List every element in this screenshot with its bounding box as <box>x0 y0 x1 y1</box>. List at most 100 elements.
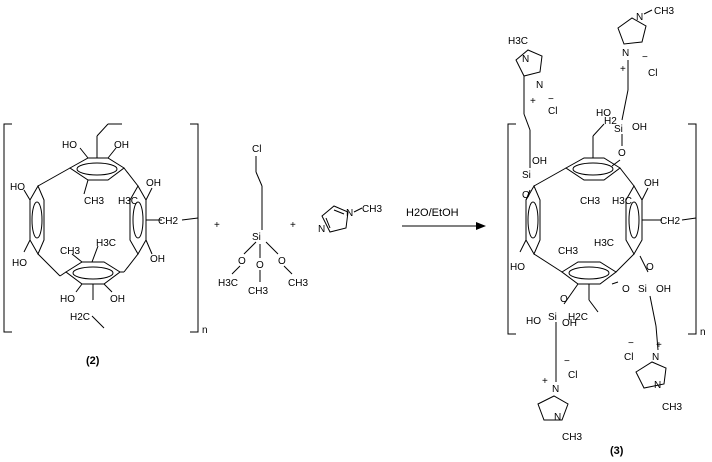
anion-charge: − <box>564 356 570 367</box>
compound-label-2: (2) <box>86 355 100 367</box>
si-label: Si <box>614 124 623 135</box>
imidazolium-bottom-left: N + N CH3 − Cl <box>537 346 582 443</box>
bracket-left <box>3 123 12 333</box>
si-ho: HO <box>526 316 541 327</box>
methyl-c: CH3 <box>60 246 80 257</box>
arrow-head <box>476 222 486 230</box>
n-label: N <box>654 380 661 391</box>
methyl-b: H3C <box>118 196 138 207</box>
si-group-upper-right: Si HO OH O <box>596 89 647 167</box>
bracket-right <box>190 123 199 333</box>
si-label: Si <box>548 312 557 323</box>
oh-left-lower: HO <box>12 258 27 269</box>
si-o: O <box>522 190 530 201</box>
me-label: CH3 <box>654 6 674 17</box>
si-ho: HO <box>596 108 611 119</box>
aromatic-ring-top <box>69 157 125 181</box>
me-label: H3C <box>508 36 528 47</box>
n-label: N <box>522 54 529 65</box>
silane-me-mid: CH3 <box>248 286 268 297</box>
product-ethyl-top: H2 <box>604 116 617 127</box>
oh-left-upper: HO <box>10 182 25 193</box>
product-bracket-left <box>507 123 516 335</box>
chloropropyl-trimethoxysilane: Cl Si O O O H3C CH3 CH3 <box>218 144 308 297</box>
imidazole-n-ring: N <box>318 224 325 235</box>
plus-sign-1: + <box>214 220 220 231</box>
product-ho-left: HO <box>510 262 525 273</box>
aromatic-ring-bottom <box>65 261 121 285</box>
n-plus-label: N <box>622 48 629 59</box>
silane-o-right: O <box>278 256 286 267</box>
imidazolium-bottom-right: N + N CH3 − Cl <box>624 325 682 413</box>
compound-label-3: (3) <box>610 445 624 457</box>
ch2-link: CH2 <box>158 216 178 227</box>
n-label: N <box>636 12 643 23</box>
product-repeat-subscript: n <box>700 327 706 338</box>
si-group-lower-right: Si OH O O <box>611 255 671 327</box>
charge-plus: + <box>530 96 536 107</box>
anion-charge: − <box>642 52 648 63</box>
methyl-a: CH3 <box>84 196 104 207</box>
oh-bottom-right: OH <box>110 294 125 305</box>
h2c-bottom: H2C <box>70 312 90 323</box>
product-oh-right: OH <box>644 178 659 189</box>
methyl-d: H3C <box>96 238 116 249</box>
si-oh: OH <box>532 156 547 167</box>
silane-cl: Cl <box>252 144 261 155</box>
si-oh: OH <box>562 318 577 329</box>
anion: Cl <box>624 352 633 363</box>
si-oh: OH <box>656 284 671 295</box>
product-ring-top <box>565 157 621 181</box>
n-plus-label: N <box>536 80 543 91</box>
si-o: O <box>646 262 654 273</box>
si-o: O <box>560 294 568 305</box>
reaction-arrow: H2O/EtOH <box>402 207 486 230</box>
oh-bottom-left: HO <box>60 294 75 305</box>
imidazole-n-methyl: N <box>346 208 353 219</box>
product-bracket-right <box>688 123 697 335</box>
imidazole-ring <box>321 205 349 233</box>
silane-o-mid: O <box>256 260 264 271</box>
silane-me-right: CH3 <box>288 278 308 289</box>
anion: Cl <box>648 68 657 79</box>
n-plus-label: N <box>652 352 659 363</box>
charge-plus: + <box>542 376 548 387</box>
product-ring-bottom <box>561 261 617 285</box>
si-group-upper-left: Si OH O <box>522 113 547 201</box>
product-ch2-link: CH2 <box>660 216 680 227</box>
imidazolium-top-left: H3C N N + − Cl <box>508 36 557 117</box>
product-methyl-a: CH3 <box>580 196 600 207</box>
reagent-label: H2O/EtOH <box>406 207 459 219</box>
plus-sign-2: + <box>290 220 296 231</box>
repeat-subscript: n <box>202 325 208 336</box>
si-oh: OH <box>632 122 647 133</box>
silane-me-left: H3C <box>218 278 238 289</box>
n-label: N <box>554 412 561 423</box>
anion: Cl <box>568 370 577 381</box>
charge-plus: + <box>620 64 626 75</box>
si-label: Si <box>522 170 531 181</box>
anion: Cl <box>548 106 557 117</box>
product-methyl-b: H3C <box>612 196 632 207</box>
n-plus-label: N <box>552 384 559 395</box>
product-methyl-d: H3C <box>594 238 614 249</box>
si-group-lower-left: Si HO OH O <box>526 283 579 346</box>
oh-right-upper: OH <box>146 178 161 189</box>
methylimidazole: N N CH3 <box>318 204 382 235</box>
oh-right-lower: OH <box>150 254 165 265</box>
silane-si: Si <box>252 232 261 243</box>
imidazole-methyl: CH3 <box>362 204 382 215</box>
si-o-ring: O <box>622 284 630 295</box>
me-label: CH3 <box>662 402 682 413</box>
silane-o-left: O <box>238 256 246 267</box>
charge-plus: + <box>656 340 662 351</box>
si-o: O <box>618 148 626 159</box>
me-label: CH3 <box>562 432 582 443</box>
si-label: Si <box>638 284 647 295</box>
oh-top-right: OH <box>114 140 129 151</box>
anion-charge: − <box>628 338 634 349</box>
product-methyl-c: CH3 <box>558 246 578 257</box>
imidazolium-top-right: CH3 N N + − Cl <box>617 6 674 90</box>
anion-charge: − <box>548 94 554 105</box>
